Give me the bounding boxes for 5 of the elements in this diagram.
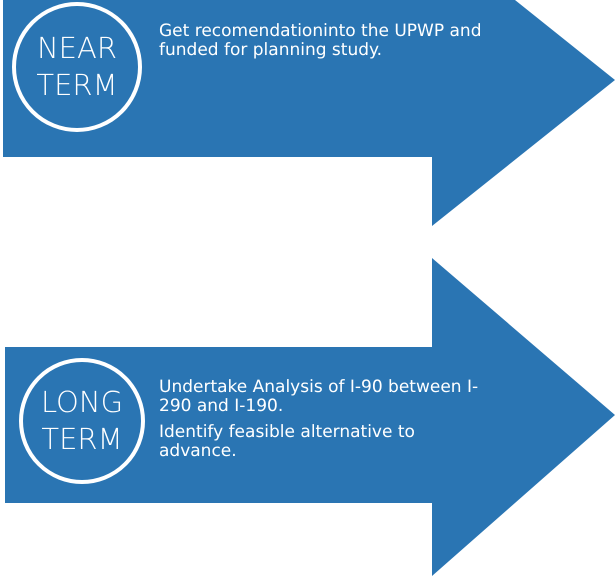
term-circle: NEAR TERM — [12, 2, 142, 132]
term-circle: LONG TERM — [19, 358, 145, 484]
bullet-text: Identify feasible alternative to advance. — [158, 423, 416, 461]
bullet-text: Undertake Analysis of I-90 between I-290 and I-190. — [158, 378, 480, 416]
bullet-text: Get recomendationinto the UPWP and funded for planning study. — [158, 22, 483, 60]
